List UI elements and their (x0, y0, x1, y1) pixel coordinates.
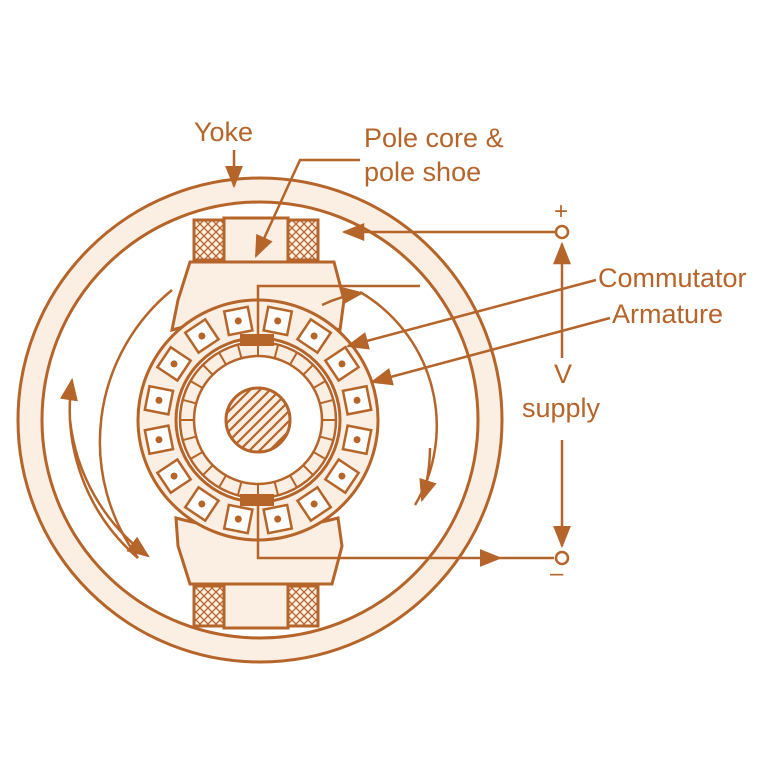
top-field-winding-right (286, 218, 320, 262)
pole-leader (254, 158, 360, 259)
supply-label: supply (522, 393, 601, 423)
commutator-segment-divider (189, 380, 204, 389)
bottom-field-winding-right (286, 584, 320, 628)
commutator-label: Commutator (598, 263, 747, 293)
armature-slot (341, 384, 373, 416)
armature-slot (262, 305, 294, 337)
negative-terminal (554, 550, 570, 566)
plus-sign: + (554, 198, 569, 225)
voltage-label: V (554, 359, 573, 389)
commutator-segment-divider (202, 364, 214, 376)
commutator-segment-divider (273, 481, 280, 496)
commutator-leader (345, 278, 597, 350)
commutator-segment-divider (312, 380, 327, 389)
commutator-segment-divider (273, 344, 280, 359)
armature-slot (183, 485, 221, 523)
armature-slot (143, 424, 175, 456)
minus-sign: – (550, 560, 564, 587)
commutator-segment-divider (289, 474, 298, 489)
pole-core-label-line2: pole shoe (364, 157, 482, 187)
commutator-segment-divider (312, 451, 327, 460)
armature-leader (369, 316, 611, 386)
armature-slot (262, 503, 294, 535)
armature-slots (143, 305, 373, 535)
armature-slot (143, 384, 175, 416)
bottom-pole-core (222, 582, 290, 630)
commutator-segment-divider (319, 398, 334, 405)
magnetic-flux-paths (60, 286, 439, 559)
supply-circuit (256, 223, 571, 567)
positive-terminal (554, 224, 570, 240)
commutator-segment-divider (302, 464, 314, 476)
flux-arrow-left-down (60, 377, 139, 559)
commutator-segment-divider (182, 398, 197, 405)
flux-arrow-top-right (321, 286, 365, 307)
armature-slot (183, 317, 221, 355)
commutator-segment-divider (218, 351, 227, 366)
flux-path-left (98, 289, 173, 559)
top-field-winding-left (192, 218, 226, 262)
brush-leader (256, 284, 420, 346)
commutator-segment-divider (289, 351, 298, 366)
commutator-segment-divider (189, 451, 204, 460)
bottom-brush (240, 494, 274, 506)
commutator-segment-divider (218, 474, 227, 489)
commutator-segments (180, 342, 336, 498)
yoke-label: Yoke (194, 117, 254, 147)
commutator-segment-divider (319, 435, 334, 442)
bottom-field-winding-left (192, 584, 226, 628)
shaft (224, 386, 292, 454)
top-pole-core (222, 216, 290, 266)
armature-slot (323, 457, 361, 495)
flux-arrow-right-lower (419, 447, 437, 503)
armature-slot (222, 503, 254, 535)
armature-slot (341, 424, 373, 456)
commutator-segment-divider (182, 435, 197, 442)
commutator-segment-divider (202, 464, 214, 476)
armature-slot (295, 317, 333, 355)
commutator-segment-divider (236, 344, 243, 359)
supply-wire-bottom (256, 506, 503, 567)
pole-core-label-line1: Pole core & (364, 123, 504, 153)
leader-lines (225, 150, 611, 386)
commutator-segment-divider (302, 364, 314, 376)
armature-slot (155, 345, 193, 383)
armature-slot (155, 457, 193, 495)
armature-slot (323, 345, 361, 383)
armature-label: Armature (612, 299, 724, 329)
commutator-segment-divider (236, 481, 243, 496)
flux-arrow-left-bottom (68, 419, 150, 558)
armature-slot (222, 305, 254, 337)
armature-slot (295, 485, 333, 523)
